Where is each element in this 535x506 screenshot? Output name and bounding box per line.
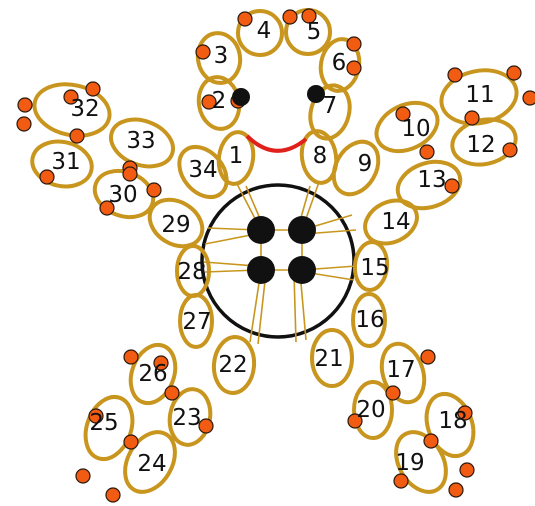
ring-label-18: 18: [438, 408, 467, 434]
picot-dot: [449, 483, 463, 497]
ring-label-12: 12: [466, 132, 495, 158]
picot-dot: [124, 350, 138, 364]
ring-label-23: 23: [172, 405, 201, 431]
ring-label-13: 13: [417, 167, 446, 193]
picot-dot: [445, 179, 459, 193]
ring-label-1: 1: [229, 143, 244, 169]
ring-label-2: 2: [212, 88, 227, 114]
picot-dot: [448, 68, 462, 82]
picot-dot: [347, 61, 361, 75]
ring-label-34: 34: [188, 157, 217, 183]
ring-label-29: 29: [161, 212, 190, 238]
picot-dot: [238, 12, 252, 26]
picot-dot: [123, 167, 137, 181]
ring-label-16: 16: [355, 307, 384, 333]
ring-label-31: 31: [51, 149, 80, 175]
ring-label-5: 5: [307, 19, 322, 45]
ring-label-7: 7: [323, 93, 338, 119]
picot-dot: [424, 434, 438, 448]
ring-label-19: 19: [395, 450, 424, 476]
picot-dot: [17, 117, 31, 131]
picot-dot: [76, 469, 90, 483]
picot-dot: [86, 82, 100, 96]
ring-label-32: 32: [70, 96, 99, 122]
picot-dot: [70, 129, 84, 143]
button-hole: [247, 256, 275, 284]
ring-label-3: 3: [214, 43, 229, 69]
ring-label-28: 28: [177, 259, 206, 285]
picot-dot: [124, 435, 138, 449]
picot-dot: [165, 386, 179, 400]
picot-dot: [347, 37, 361, 51]
picot-dot: [196, 45, 210, 59]
ring-label-14: 14: [381, 209, 410, 235]
ring-label-17: 17: [386, 357, 415, 383]
picot-dot: [460, 463, 474, 477]
ring-label-4: 4: [257, 18, 272, 44]
smile-mouth: [247, 136, 306, 151]
picot-dot: [394, 474, 408, 488]
picot-dot: [523, 91, 535, 105]
picot-dot: [386, 386, 400, 400]
ring-label-9: 9: [358, 151, 373, 177]
ring-label-15: 15: [360, 255, 389, 281]
ring-label-22: 22: [218, 352, 247, 378]
ring-label-11: 11: [465, 82, 494, 108]
center-button: [202, 185, 354, 337]
ring-label-30: 30: [108, 182, 137, 208]
picot-dot: [420, 145, 434, 159]
ring-label-8: 8: [313, 143, 328, 169]
picot-dot: [465, 111, 479, 125]
left-eye: [232, 88, 250, 106]
picot-dot: [18, 98, 32, 112]
ring-label-25: 25: [89, 410, 118, 436]
picot-dot: [503, 143, 517, 157]
ring-label-26: 26: [138, 361, 167, 387]
picot-dot: [507, 66, 521, 80]
button-hole: [288, 256, 316, 284]
picot-dot: [106, 488, 120, 502]
button-hole: [247, 216, 275, 244]
ring-label-10: 10: [401, 116, 430, 142]
picot-dot: [147, 183, 161, 197]
picot-dot: [421, 350, 435, 364]
ring-label-24: 24: [137, 451, 166, 477]
ring-label-21: 21: [314, 346, 343, 372]
ring-label-6: 6: [332, 50, 347, 76]
ring-label-20: 20: [356, 397, 385, 423]
ring-label-27: 27: [182, 309, 211, 335]
button-hole: [288, 216, 316, 244]
ring-label-33: 33: [126, 128, 155, 154]
picot-dot: [283, 10, 297, 24]
